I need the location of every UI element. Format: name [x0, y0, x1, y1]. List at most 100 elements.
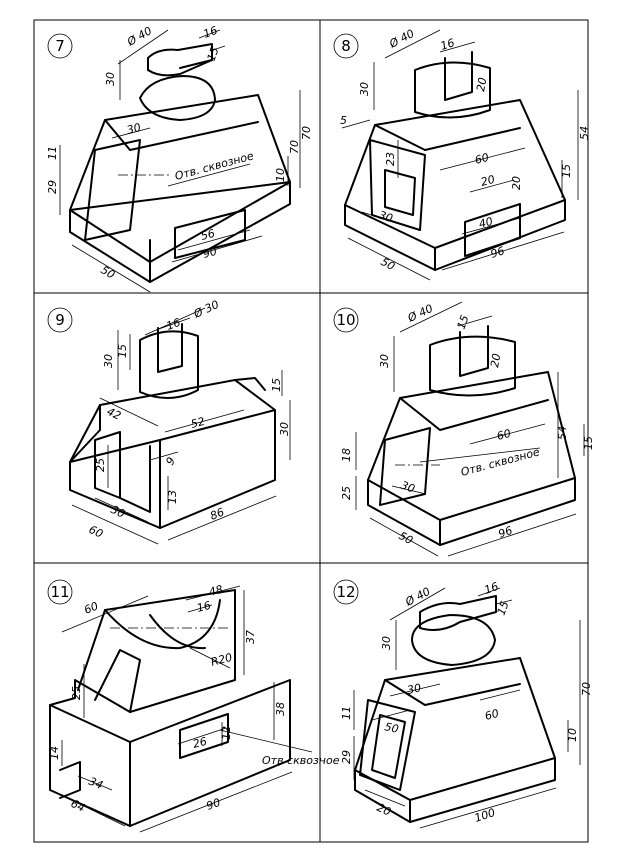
dim-line — [155, 317, 191, 331]
part-bottom-slot — [174, 209, 246, 259]
dim-label: 100 — [473, 806, 497, 825]
dim-line — [139, 771, 293, 833]
dim-line — [177, 727, 227, 745]
dim-label: 15 — [495, 599, 512, 617]
dim-label: 20 — [510, 176, 523, 190]
dim-line — [439, 147, 526, 171]
note-leader — [219, 729, 313, 753]
part-top-ridge — [399, 397, 549, 431]
dim-label: 96 — [497, 524, 515, 541]
part-tongue — [419, 595, 497, 629]
dim-line — [94, 497, 149, 523]
dim-line — [111, 127, 151, 139]
dim-label: 50 — [99, 263, 118, 281]
dim-label: 50 — [383, 720, 399, 736]
dim-label: 54 — [578, 126, 591, 140]
dim-line — [391, 485, 427, 495]
dim-label: 90 — [205, 796, 223, 813]
dim-label: 15 — [560, 164, 573, 178]
dimension-lines-12 — [353, 587, 581, 829]
dim-label: 25 — [70, 686, 83, 700]
dim-label: 12 — [220, 726, 233, 740]
note-leader — [167, 163, 251, 187]
dim-label: 30 — [125, 121, 142, 137]
dim-label: 30 — [109, 503, 127, 521]
dim-label: 70 — [288, 140, 301, 154]
dim-label: 16 — [202, 24, 220, 41]
part-drawing-10 — [367, 325, 576, 546]
dim-line — [389, 683, 441, 697]
dim-label: 26 — [191, 735, 208, 751]
dim-label: 15 — [455, 313, 472, 331]
dim-label: 30 — [380, 636, 393, 650]
dim-label: R20 — [209, 651, 233, 669]
part-cylinder-boss — [411, 614, 496, 666]
dimension-lines-9 — [71, 307, 291, 545]
dim-line — [187, 604, 213, 613]
dim-label: Ø 40 — [402, 585, 432, 609]
part-tongue-front — [147, 59, 213, 77]
part-upright-body — [77, 589, 236, 713]
dim-line — [117, 29, 169, 65]
dim-line — [495, 599, 513, 605]
dim-label: 23 — [384, 152, 397, 166]
part-drawing-9 — [69, 323, 276, 529]
part-slot-inner — [371, 714, 406, 779]
dim-label: 15 — [270, 378, 283, 392]
dimension-labels-9: Ø 30 16 30 15 42 52 15 30 25 9 13 30 60 … — [87, 298, 291, 541]
dim-line — [371, 709, 411, 721]
dim-label: 10 — [274, 168, 287, 182]
panel-number: 10 — [336, 311, 355, 329]
part-bottom-slot — [464, 203, 521, 257]
dim-label: 48 — [207, 583, 224, 599]
dim-label: 37 — [244, 630, 257, 644]
dim-label: 60 — [473, 151, 490, 167]
dim-label: 15 — [116, 344, 129, 358]
panel-9: 9 Ø 30 — [47, 298, 291, 545]
part-drawing-8 — [344, 51, 566, 271]
dim-line — [171, 235, 263, 263]
dim-label: 13 — [166, 490, 179, 504]
dim-label: 30 — [278, 422, 291, 436]
dim-label: 86 — [208, 505, 226, 522]
dim-label: 54 — [556, 426, 569, 440]
part-top-ridge — [384, 679, 521, 706]
part-window-opening — [84, 139, 141, 241]
dim-label: 30 — [104, 72, 117, 86]
dim-label: 34 — [87, 775, 105, 792]
part-front-face — [367, 371, 576, 521]
outer-frame — [33, 19, 589, 843]
dim-line — [369, 517, 439, 557]
dim-label: 56 — [199, 227, 216, 243]
panel-8: 8 Ø 40 16 — [333, 27, 591, 281]
dim-line — [479, 689, 521, 701]
part-drawing-11 — [49, 589, 291, 827]
dim-label: 64 — [69, 797, 87, 815]
part-v-slot-left — [94, 649, 141, 713]
dim-line — [99, 397, 159, 427]
part-slot-in-cylinder — [157, 323, 183, 373]
dim-label: 40 — [477, 215, 494, 231]
dim-line — [198, 29, 221, 39]
dim-label: 60 — [483, 707, 500, 723]
dim-line — [185, 585, 241, 601]
dim-label: 20 — [488, 352, 503, 368]
part-front-face — [69, 94, 291, 211]
part-cylinder — [429, 335, 516, 397]
dim-line — [61, 595, 149, 633]
dim-label: Ø 40 — [405, 302, 435, 325]
dim-label: 25 — [94, 458, 107, 472]
dim-label: 30 — [378, 354, 391, 368]
part-cylinder-boss — [139, 75, 216, 121]
dim-label: 70 — [300, 126, 313, 140]
dim-line — [189, 647, 231, 669]
dimension-labels-11: 60 48 16 37 R20 25 38 12 14 26 34 64 90 … — [48, 583, 340, 815]
part-rear-step — [234, 377, 266, 391]
note-leader — [419, 447, 541, 463]
panel-number: 11 — [50, 583, 69, 601]
dim-label: 60 — [495, 427, 512, 443]
dim-label: 30 — [406, 681, 422, 697]
part-bottom-slot — [179, 713, 229, 759]
dim-label: 30 — [377, 208, 394, 225]
part-front-face — [354, 657, 556, 801]
